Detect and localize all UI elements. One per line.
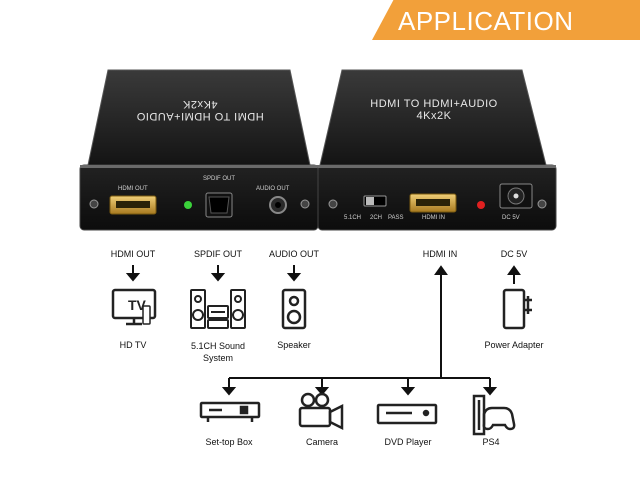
input-port-label: HDMI IN xyxy=(422,249,458,259)
right-device xyxy=(317,69,557,231)
camera-icon xyxy=(298,392,344,431)
output-port-label: AUDIO OUT xyxy=(268,249,319,259)
tv-icon-text: TV xyxy=(128,297,147,313)
ps4-icon xyxy=(472,394,516,436)
output-device-label: HD TV xyxy=(119,340,147,350)
right-device-subtitle: 4Kx2K xyxy=(416,110,452,122)
left-device xyxy=(79,69,319,231)
port-label-hdmi-in: HDMI IN xyxy=(422,215,445,221)
green-led xyxy=(184,201,192,209)
output-port-label: HDMI OUT xyxy=(110,249,156,259)
devices-illustration xyxy=(79,69,557,231)
input-port-label: DC 5V xyxy=(500,249,528,259)
red-led xyxy=(477,201,485,209)
output-device-label: Speaker xyxy=(277,340,311,350)
source-device-label: Camera xyxy=(305,437,338,447)
port-label-hdmi-out: HDMI OUT xyxy=(118,186,148,192)
source-device-label: PS4 xyxy=(482,437,500,447)
power-adapter-icon xyxy=(502,288,532,330)
connection-diagram: TV xyxy=(111,265,532,436)
output-device-label: 5.1CH Sound System xyxy=(190,341,246,363)
right-device-top-text: HDMI TO HDMI+AUDIO 4Kx2K xyxy=(354,98,514,122)
port-label-51ch: 5.1CH xyxy=(344,215,362,221)
right-device-title: HDMI TO HDMI+AUDIO xyxy=(370,98,498,110)
source-device-label: DVD Player xyxy=(384,437,432,447)
output-port-label: SPDIF OUT xyxy=(193,249,242,259)
input-device-label: Power Adapter xyxy=(484,340,544,350)
left-device-title: HDMI TO HDMI+AUDIO xyxy=(136,110,264,122)
port-label-dc5v: DC 5V xyxy=(502,215,520,221)
banner-title: APPLICATION xyxy=(398,6,574,36)
source-device-label: Set-top Box xyxy=(205,437,253,447)
dvd-player-icon xyxy=(376,403,438,425)
sound-system-icon xyxy=(190,289,246,329)
source-bus-lines xyxy=(221,284,498,396)
port-label-spdif-out: SPDIF OUT xyxy=(203,176,236,182)
port-label-2ch: 2CH xyxy=(370,215,383,221)
left-device-subtitle: 4Kx2K xyxy=(182,98,218,110)
port-label-audio-out: AUDIO OUT xyxy=(256,186,290,192)
speaker-icon xyxy=(281,288,307,330)
tv-icon: TV xyxy=(111,288,157,326)
left-device-top-text: HDMI TO HDMI+AUDIO 4Kx2K xyxy=(120,98,280,122)
set-top-box-icon xyxy=(199,401,261,422)
application-banner: APPLICATION xyxy=(372,0,640,40)
port-label-pass: PASS xyxy=(388,215,404,221)
